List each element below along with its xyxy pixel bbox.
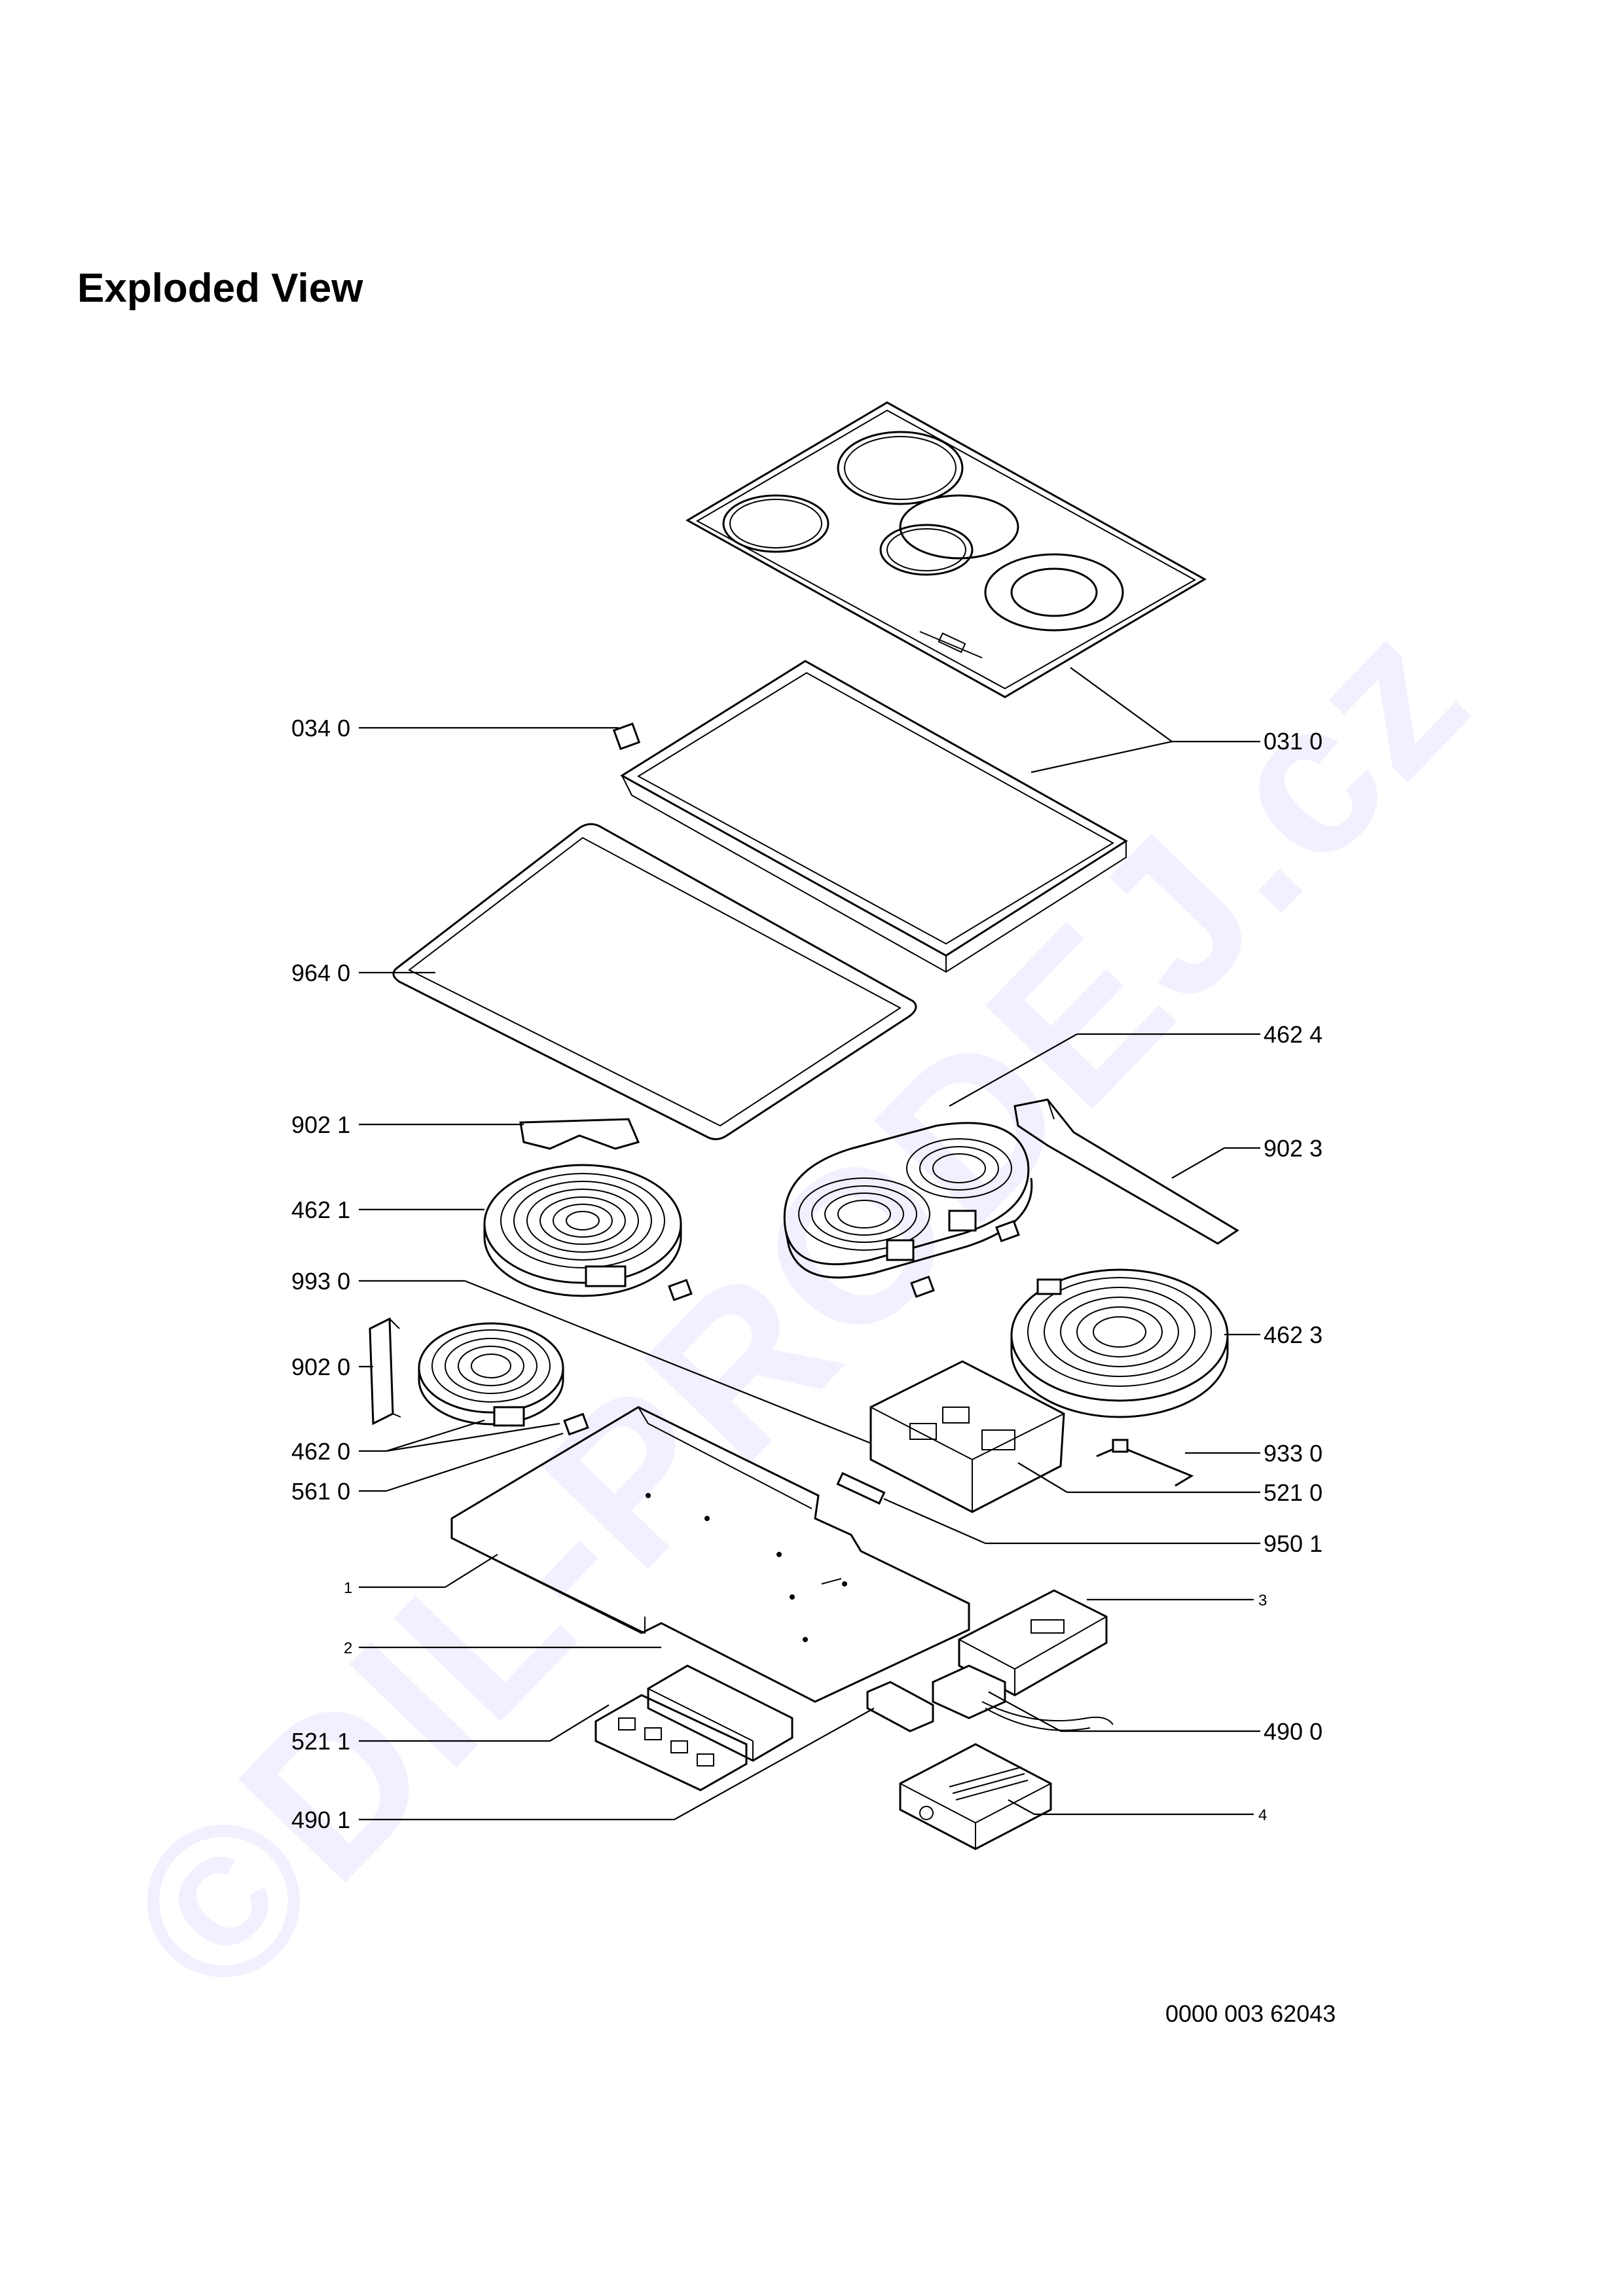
- terminal-993-a: [668, 1278, 693, 1302]
- label-902-0: 902 0: [291, 1354, 350, 1380]
- label-490-0: 490 0: [1264, 1718, 1322, 1745]
- label-462-0: 462 0: [291, 1438, 350, 1465]
- label-902-3: 902 3: [1264, 1135, 1322, 1162]
- channel-part-2: [647, 1664, 793, 1762]
- terminal-993-b: [910, 1275, 935, 1299]
- label-462-3: 462 3: [1264, 1321, 1322, 1348]
- label-521-1: 521 1: [291, 1728, 350, 1755]
- cooktop-frame: [620, 660, 1128, 973]
- heating-element-462-3: [1010, 1268, 1229, 1418]
- heating-element-462-1: [483, 1164, 682, 1297]
- label-1: 1: [344, 1579, 352, 1597]
- page-title: Exploded View: [77, 266, 363, 311]
- label-950-1: 950 1: [1264, 1530, 1322, 1557]
- cover-box-part-4: [899, 1743, 1052, 1850]
- label-561-0: 561 0: [291, 1478, 350, 1505]
- label-993-0: 993 0: [291, 1268, 350, 1295]
- bracket-902-1: [519, 1118, 640, 1150]
- seal-gasket: [392, 823, 917, 1140]
- terminal-561: [563, 1412, 589, 1436]
- label-964-0: 964 0: [291, 960, 350, 986]
- label-521-0: 521 0: [1264, 1479, 1322, 1506]
- heating-element-462-4: [783, 1122, 1033, 1279]
- label-490-1: 490 1: [291, 1806, 350, 1833]
- label-031-0: 031 0: [1264, 728, 1322, 755]
- label-462-1: 462 1: [291, 1196, 350, 1223]
- label-3: 3: [1258, 1592, 1267, 1609]
- heating-element-462-0: [418, 1322, 564, 1427]
- strip-950-1: [836, 1472, 886, 1505]
- sensor-933: [1096, 1439, 1194, 1487]
- bracket-902-0: [369, 1317, 401, 1426]
- label-902-1: 902 1: [291, 1111, 350, 1138]
- label-933-0: 933 0: [1264, 1440, 1322, 1467]
- clip-034: [612, 722, 641, 751]
- terminal-993-c: [995, 1219, 1020, 1243]
- glass-ceramic-top: [685, 401, 1207, 698]
- label-4: 4: [1258, 1806, 1267, 1824]
- connector-490-0: [932, 1664, 1114, 1731]
- label-034-0: 034 0: [291, 715, 350, 742]
- control-box-521-0: [869, 1360, 1065, 1513]
- control-board-521-1: [594, 1694, 748, 1791]
- label-2: 2: [344, 1640, 352, 1657]
- label-462-4: 462 4: [1264, 1021, 1322, 1048]
- connector-490-1: [866, 1681, 934, 1732]
- leader-lines: [359, 667, 1260, 1821]
- document-number: 0000 003 62043: [1165, 2000, 1336, 2027]
- base-tray: [450, 1406, 970, 1703]
- bracket-902-3: [1013, 1098, 1239, 1245]
- housing-part-3: [958, 1589, 1108, 1696]
